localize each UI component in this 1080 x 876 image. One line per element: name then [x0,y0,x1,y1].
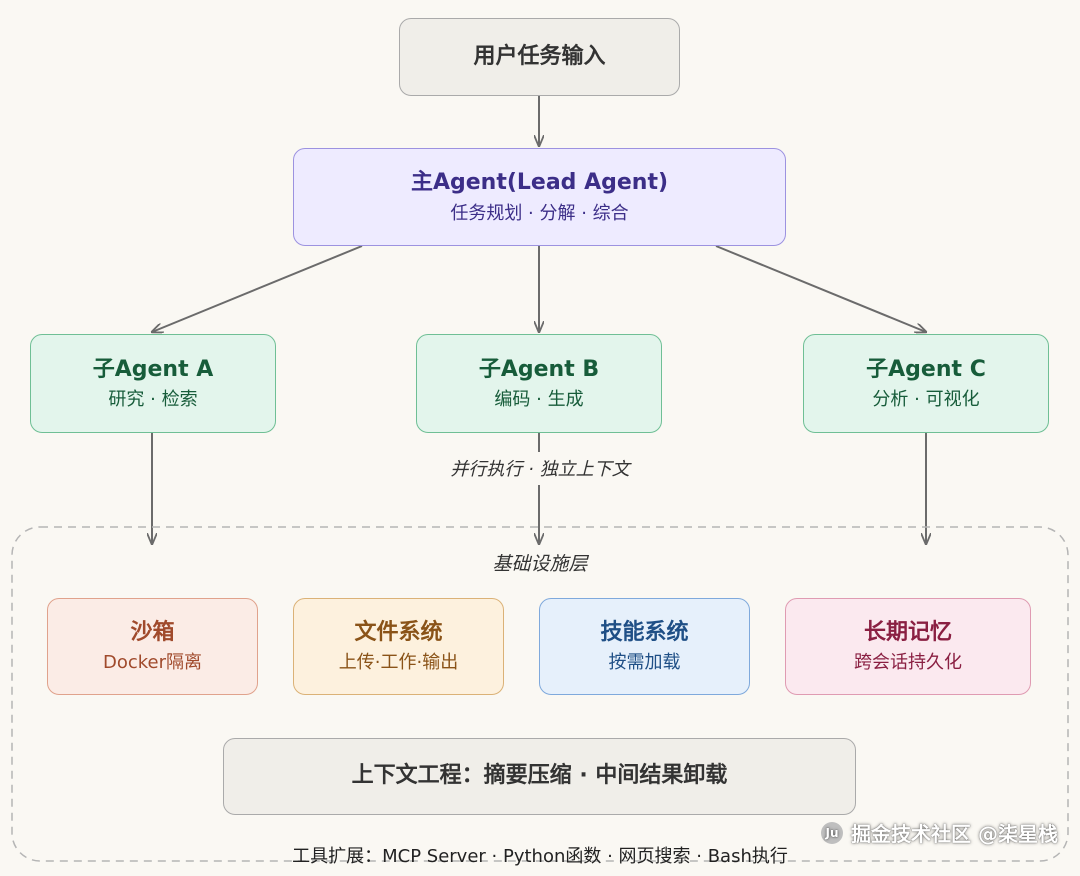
sandbox-subtitle: Docker隔离 [102,652,203,674]
arrow-lead-to-agent-a [152,245,363,332]
context-engineering-label: 上下文工程：摘要压缩 · 中间结果卸载 [351,763,728,789]
juejin-logo-icon: Ju [821,821,844,844]
user-input-node: 用户任务输入 [399,18,680,96]
sub-agent-c-subtitle: 分析 · 可视化 [872,389,980,411]
sub-agent-a-node: 子Agent A 研究 · 检索 [30,334,276,433]
infra-layer-title: 基础设施层 [492,553,588,575]
sub-agent-b-subtitle: 编码 · 生成 [494,389,584,411]
sub-agent-c-node: 子Agent C 分析 · 可视化 [803,334,1049,433]
skills-title: 技能系统 [600,619,689,645]
sandbox-module: 沙箱 Docker隔离 [47,598,258,695]
filesystem-subtitle: 上传·工作·输出 [338,652,459,674]
watermark: Ju 掘金技术社区 @柒星栈 [821,818,1058,847]
sub-agent-a-title: 子Agent A [92,356,214,382]
lead-agent-subtitle: 任务规划 · 分解 · 综合 [450,202,629,224]
sub-agent-b-title: 子Agent B [478,356,600,382]
memory-subtitle: 跨会话持久化 [854,652,962,674]
watermark-text: 掘金技术社区 @柒星栈 [851,822,1058,846]
tools-extension-label: 工具扩展：MCP Server · Python函数 · 网页搜索 · Bash… [292,846,788,867]
skills-subtitle: 按需加载 [608,652,681,674]
skills-module: 技能系统 按需加载 [539,598,750,695]
lead-agent-node: 主Agent(Lead Agent) 任务规划 · 分解 · 综合 [293,148,786,246]
infra-layer-border [11,526,1069,862]
parallel-execution-label: 并行执行 · 独立上下文 [450,459,630,480]
sandbox-title: 沙箱 [130,619,175,645]
sub-agent-b-node: 子Agent B 编码 · 生成 [416,334,662,433]
arrow-lead-to-agent-c [715,245,926,332]
sub-agent-a-subtitle: 研究 · 检索 [108,389,198,411]
sub-agent-c-title: 子Agent C [866,356,986,382]
filesystem-title: 文件系统 [354,619,443,645]
filesystem-module: 文件系统 上传·工作·输出 [293,598,504,695]
memory-title: 长期记忆 [863,619,952,645]
memory-module: 长期记忆 跨会话持久化 [785,598,1031,695]
context-engineering-bar: 上下文工程：摘要压缩 · 中间结果卸载 [223,738,856,815]
user-input-label: 用户任务输入 [473,43,606,69]
lead-agent-title: 主Agent(Lead Agent) [410,170,669,195]
